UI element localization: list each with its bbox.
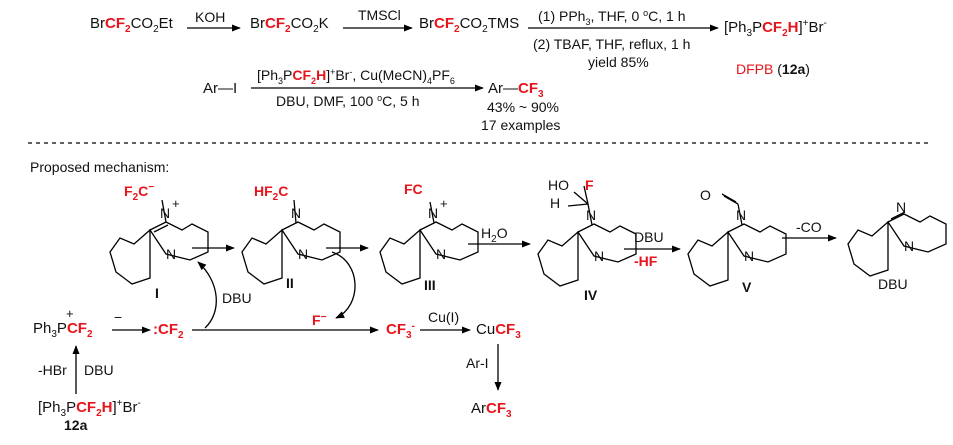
dfpb-label: DFPB (12a) [736, 61, 810, 77]
intermediate-IV-h: H [550, 195, 560, 211]
intermediate-III-n1: N [428, 205, 438, 221]
water-label: H2O [481, 225, 508, 245]
hf-loss-label: -HF [634, 253, 658, 269]
intermediate-I-plus: + [172, 196, 180, 211]
intermediate-I-structure [109, 199, 209, 285]
curved-arrow-carbene-to-I [197, 261, 217, 329]
intermediate-IV-n2: N [594, 248, 604, 264]
dbu-n1: N [896, 199, 906, 215]
intermediate-IV-n1: N [586, 207, 596, 223]
intermediate-V-label: V [742, 279, 752, 295]
intermediate-II-hf2c: HF2C [254, 183, 288, 203]
dbu-n2: N [904, 238, 914, 254]
dbu-structure [847, 211, 947, 277]
intermediate-IV-f: F [585, 177, 594, 193]
intermediate-IV-label: IV [584, 287, 598, 303]
co-loss-label: -CO [796, 219, 822, 235]
intermediate-III-plus: + [440, 196, 448, 211]
intermediate-V-structure [687, 193, 787, 287]
intermediate-III-n2: N [436, 246, 446, 262]
ar-cf3-mechanism: ArCF3 [471, 400, 512, 420]
ylide-plus: + [66, 306, 74, 321]
condition-1: (1) PPh3, THF, 0 oC, 1 h [538, 8, 686, 27]
curved-arrow-II-to-fluoride [331, 251, 356, 319]
intermediate-IV-structure [537, 185, 637, 287]
dfpb-formula: [Ph3PCF2H]+Br- [724, 18, 827, 39]
intermediate-II-n1: N [291, 205, 301, 221]
intermediate-III-fc: FC [404, 181, 423, 197]
tms-ester: BrCF2CO2TMS [419, 15, 519, 35]
mechanism-heading: Proposed mechanism: [30, 159, 169, 175]
intermediate-IV-ho: HO [548, 177, 569, 193]
carbene: :CF2 [153, 321, 184, 341]
intermediate-III-label: III [424, 277, 436, 293]
ar-cf3-product: Ar—CF3 [488, 80, 544, 100]
examples-count: 17 examples [481, 117, 560, 133]
intermediate-II-n2: N [298, 246, 308, 262]
dbu-product-label: DBU [878, 276, 908, 292]
yield-85: yield 85% [588, 54, 649, 70]
intermediate-I-n2: N [166, 246, 176, 262]
reagents-above: [Ph3PCF2H]+Br-, Cu(MeCN)4PF6 [257, 67, 455, 86]
compound-12a-label: 12a [64, 417, 88, 433]
ylide: Ph3PCF2 [33, 320, 93, 340]
aryl-iodide-label: Ar-I [466, 355, 489, 371]
fluoride-label: F− [312, 312, 327, 328]
condition-2: (2) TBAF, THF, reflux, 1 h [533, 36, 690, 52]
dbu-base-label: DBU [84, 362, 114, 378]
ylide-minus: − [114, 309, 122, 325]
intermediate-V-o: O [700, 187, 711, 203]
intermediate-V-n1: N [736, 207, 746, 223]
intermediate-III-structure [379, 201, 479, 285]
intermediate-V-n2: N [744, 248, 754, 264]
copper-label: Cu(I) [428, 309, 459, 325]
phosphonium-salt: [Ph3PCF2H]+Br- [38, 398, 141, 419]
reagents-below: DBU, DMF, 100 oC, 5 h [276, 93, 420, 109]
bromo-ester: BrCF2CO2Et [90, 15, 174, 35]
reagent-koh: KOH [195, 9, 225, 25]
intermediate-II-label: II [286, 275, 294, 291]
intermediate-II-structure [241, 199, 341, 285]
aryl-iodide: Ar—I [203, 80, 237, 97]
dbu-step-label: DBU [634, 229, 664, 245]
intermediate-I-label: I [155, 285, 159, 301]
intermediate-I-cf2: F2C− [124, 182, 154, 203]
hbr-loss-label: -HBr [38, 362, 67, 378]
yield-range: 43% ~ 90% [487, 99, 559, 115]
cu-cf3: CuCF3 [476, 321, 521, 341]
reagent-tmscl: TMSCl [358, 7, 401, 23]
intermediate-I-n1: N [160, 205, 170, 221]
dbu-left-label: DBU [222, 290, 252, 306]
potassium-salt: BrCF2CO2K [250, 15, 329, 35]
cf3-anion: CF3- [386, 321, 415, 341]
